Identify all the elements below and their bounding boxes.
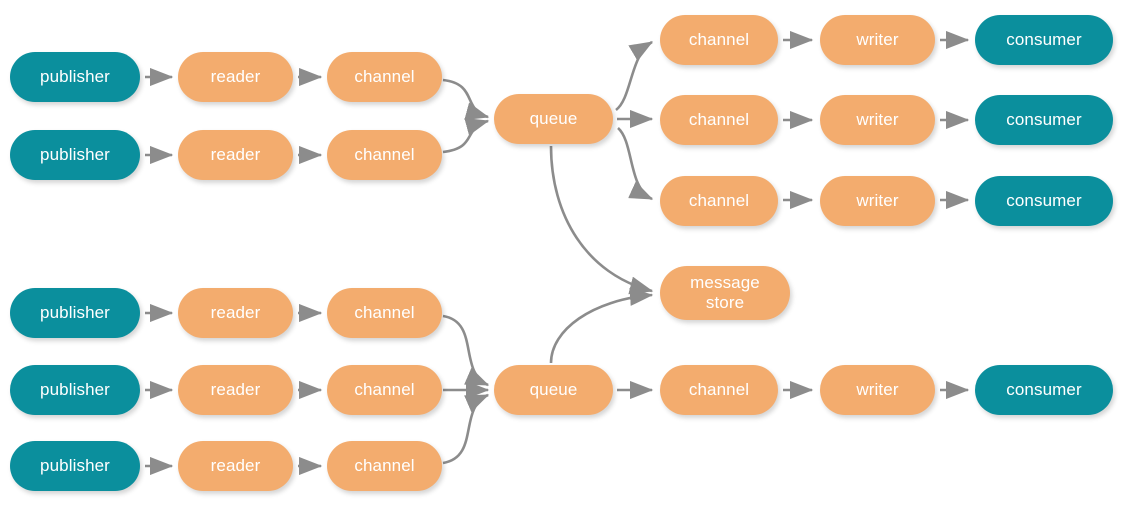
edge-chn-t1-to-queue-top (442, 78, 490, 121)
edge-chn-b3-to-queue-bot (442, 393, 490, 465)
node-rdr-b3[interactable]: reader (178, 441, 293, 491)
edge-chn-b1-to-queue-bot (442, 314, 490, 387)
node-queue-bot[interactable]: queue (494, 365, 613, 415)
node-con-o3[interactable]: consumer (975, 176, 1113, 226)
node-con-o2[interactable]: consumer (975, 95, 1113, 145)
node-wtr-b4[interactable]: writer (820, 365, 935, 415)
node-wtr-o3[interactable]: writer (820, 176, 935, 226)
node-con-o1[interactable]: consumer (975, 15, 1113, 65)
node-wtr-o2[interactable]: writer (820, 95, 935, 145)
node-pub-t2[interactable]: publisher (10, 130, 140, 180)
node-pub-t1[interactable]: publisher (10, 52, 140, 102)
node-rdr-b2[interactable]: reader (178, 365, 293, 415)
node-msgstore[interactable]: message store (660, 266, 790, 320)
node-pub-b2[interactable]: publisher (10, 365, 140, 415)
node-queue-top[interactable]: queue (494, 94, 613, 144)
node-chn-o2[interactable]: channel (660, 95, 778, 145)
edge-queue-top-to-chn-o3 (617, 127, 654, 201)
node-chn-b2[interactable]: channel (327, 365, 442, 415)
node-chn-o3[interactable]: channel (660, 176, 778, 226)
edge-queue-top-to-msgstore (549, 145, 654, 295)
edge-chn-t2-to-queue-top (442, 117, 490, 154)
node-pub-b1[interactable]: publisher (10, 288, 140, 338)
node-chn-t2[interactable]: channel (327, 130, 442, 180)
edge-queue-bot-to-msgstore (549, 287, 654, 364)
node-chn-b1[interactable]: channel (327, 288, 442, 338)
node-rdr-b1[interactable]: reader (178, 288, 293, 338)
node-con-b4[interactable]: consumer (975, 365, 1113, 415)
node-chn-b4[interactable]: channel (660, 365, 778, 415)
node-chn-b3[interactable]: channel (327, 441, 442, 491)
node-wtr-o1[interactable]: writer (820, 15, 935, 65)
node-rdr-t2[interactable]: reader (178, 130, 293, 180)
node-rdr-t1[interactable]: reader (178, 52, 293, 102)
node-pub-b3[interactable]: publisher (10, 441, 140, 491)
node-chn-t1[interactable]: channel (327, 52, 442, 102)
node-chn-o1[interactable]: channel (660, 15, 778, 65)
edge-queue-top-to-chn-o1 (615, 40, 654, 112)
